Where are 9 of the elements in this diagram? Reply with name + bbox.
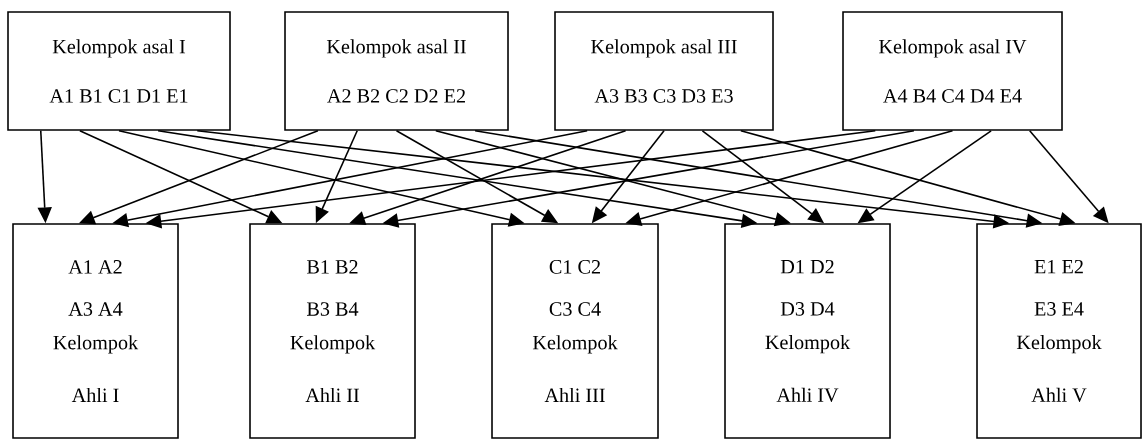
group-box: Kelompok asal III A3 B3 C3 D3 E3 <box>554 11 774 131</box>
expert-group-box: C1 C2 C3 C4 Kelompok Ahli III <box>491 223 659 439</box>
expert-group-box: A1 A2 A3 A4 Kelompok Ahli I <box>12 223 179 439</box>
group-box: Kelompok asal IV A4 B4 C4 D4 E4 <box>842 11 1063 131</box>
expert-group-box: D1 D2 D3 D4 Kelompok Ahli IV <box>724 223 891 439</box>
group-box: Kelompok asal I A1 B1 C1 D1 E1 <box>7 11 231 131</box>
expert-group-box: E1 E2 E3 E4 Kelompok Ahli V <box>976 223 1142 439</box>
group-box: Kelompok asal II A2 B2 C2 D2 E2 <box>284 11 509 131</box>
expert-group-box: B1 B2 B3 B4 Kelompok Ahli II <box>249 223 416 439</box>
